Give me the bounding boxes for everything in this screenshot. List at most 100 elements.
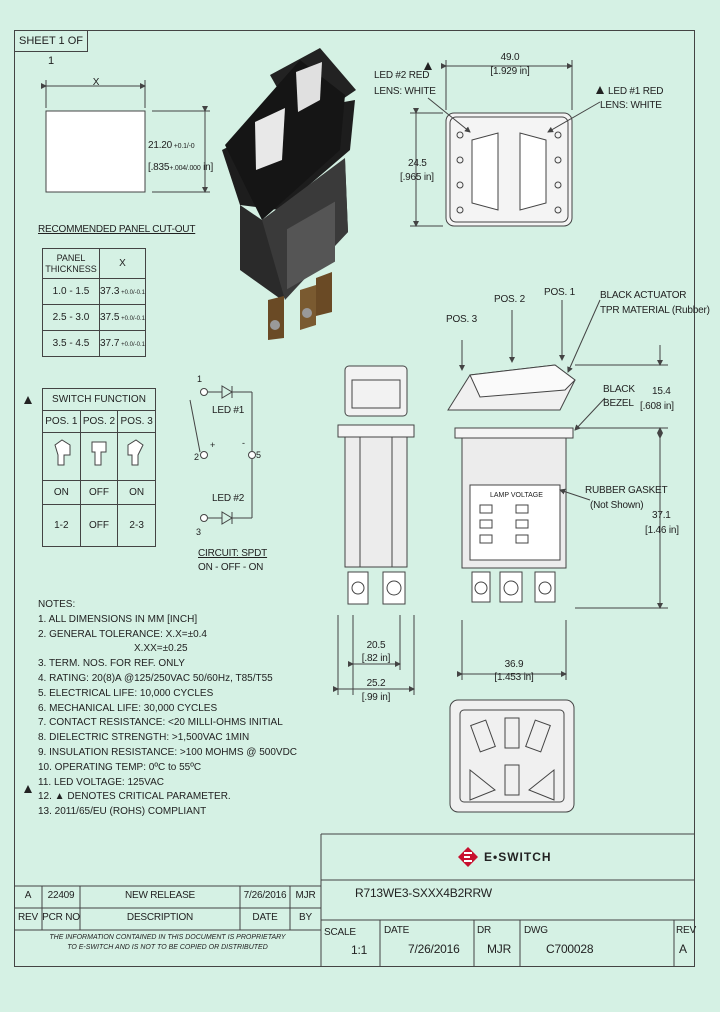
top-view-drawing	[410, 60, 601, 227]
notes-title: NOTES:	[38, 599, 76, 610]
led1-lens-label: LENS: WHITE	[600, 100, 662, 111]
note-item: 6. MECHANICAL LIFE: 30,000 CYCLES	[38, 702, 218, 714]
pos-state: ON	[42, 480, 81, 505]
pos2-label: POS. 2	[494, 294, 526, 305]
front-dim1-in: [.82 in]	[361, 653, 391, 664]
date-header: DATE	[252, 912, 278, 923]
panel-thickness-cell: 1.0 - 1.5	[42, 278, 100, 305]
pin2-label: 2	[194, 452, 200, 462]
scale-label: SCALE	[324, 927, 356, 938]
rev-label: REV	[676, 925, 696, 936]
dwg-label: DWG	[524, 925, 548, 936]
panel-thickness-cell: 3.5 - 4.5	[42, 330, 100, 357]
bezel-dim-in: [.608 in]	[640, 401, 674, 412]
date-value: 7/26/2016	[243, 890, 287, 901]
switch-function-title: SWITCH FUNCTION	[42, 388, 156, 411]
panel-thickness-cell: 2.5 - 3.0	[42, 304, 100, 331]
top-height-dim: 24.5	[408, 158, 427, 169]
led1-lens-label: LED #1 RED	[608, 86, 664, 97]
led2-label: LED #2	[212, 493, 245, 504]
circuit-diagram	[189, 385, 256, 525]
dwg-value: C700028	[546, 942, 594, 956]
switch-function-table: SWITCH FUNCTION POS. 1 POS. 2 POS. 3 ON …	[42, 388, 156, 547]
notes-block: NOTES: 1. ALL DIMENSIONS IN MM [INCH] 2.…	[38, 598, 297, 820]
top-width-in: [1.929 in]	[490, 66, 530, 77]
note-item: 9. INSULATION RESISTANCE: >100 MOHMS @ 5…	[38, 746, 298, 758]
top-height-in: [.965 in]	[400, 172, 434, 183]
minus-label: -	[242, 438, 245, 448]
date-label: DATE	[384, 925, 410, 936]
pos1-label: POS. 1	[544, 287, 576, 298]
bezel-dim: 15.4	[652, 386, 671, 397]
disclaimer-line: THE INFORMATION CONTAINED IN THIS DOCUME…	[49, 934, 286, 941]
pos-contacts: 1-2	[42, 504, 81, 547]
switch-3d-render	[222, 48, 356, 340]
plus-label: +	[210, 440, 216, 450]
note-item: X.XX=±0.25	[134, 643, 188, 655]
actuator-material: TPR MATERIAL (Rubber)	[600, 305, 710, 316]
note-item: 7. CONTACT RESISTANCE: <20 MILLI-OHMS IN…	[38, 717, 283, 729]
pin5-label: 5	[256, 450, 262, 460]
sheet-number: SHEET 1 OF 1	[14, 30, 88, 67]
cutout-caption: RECOMMENDED PANEL CUT-OUT	[38, 224, 196, 235]
pos-header: POS. 2	[79, 410, 119, 433]
panel-x-cell: 37.5 +0.0/-0.1	[99, 304, 146, 331]
circuit-caption: CIRCUIT: SPDT	[198, 548, 268, 559]
panel-cutout-drawing	[41, 80, 210, 193]
front-dim2: 25.2	[366, 678, 386, 689]
disclaimer-line: TO E-SWITCH AND IS NOT TO BE COPIED OR D…	[67, 944, 268, 951]
pos-contacts: OFF	[79, 504, 119, 547]
scale-value: 1:1	[351, 943, 368, 957]
circuit-sequence: ON - OFF - ON	[198, 562, 264, 573]
description-header: DESCRIPTION	[126, 912, 194, 923]
cutout-height-dim: 21.20 +0.1/-0	[148, 140, 195, 151]
pcr-value: 22409	[47, 890, 75, 901]
pos3-label: POS. 3	[446, 314, 478, 325]
pin3-label: 3	[196, 527, 202, 537]
gasket-note: (Not Shown)	[590, 500, 644, 511]
panel-thickness-header: PANEL THICKNESS	[42, 248, 100, 279]
body-dim-in: [1.46 in]	[645, 525, 679, 536]
note-item: 5. ELECTRICAL LIFE: 10,000 CYCLES	[38, 687, 214, 699]
pos-header: POS. 3	[117, 410, 156, 433]
by-header: BY	[299, 912, 312, 923]
note-item: 13. 2011/65/EU (ROHS) COMPLIANT	[38, 806, 207, 818]
cutout-height-in: [.835+.004/.000 in]	[148, 162, 214, 173]
pcr-header: PCR NO	[42, 912, 80, 923]
note-item: 11. LED VOLTAGE: 125VAC	[38, 776, 164, 788]
pos-header: POS. 1	[42, 410, 81, 433]
critical-markers	[24, 62, 604, 793]
note-item: 8. DIELECTRIC STRENGTH: >1,500VAC 1MIN	[38, 732, 250, 744]
lamp-voltage-label: LAMP VOLTAGE	[490, 492, 543, 499]
note-item: 10. OPERATING TEMP: 0ºC to 55ºC	[38, 761, 202, 773]
gasket-label: RUBBER GASKET	[585, 485, 668, 496]
panel-x-cell: 37.7 +0.0/-0.1	[99, 330, 146, 357]
side-view-drawing	[447, 299, 668, 680]
front-view-drawing	[333, 365, 415, 695]
drawing-frame	[14, 30, 695, 967]
note-item: 4. RATING: 20(8)A @125/250VAC 50/60Hz, T…	[38, 672, 273, 684]
side-width-dim: 36.9	[504, 659, 524, 670]
pin1-label: 1	[197, 374, 203, 384]
note-item: 12. ▲ DENOTES CRITICAL PARAMETER.	[38, 791, 231, 803]
description-value: NEW RELEASE	[124, 890, 196, 901]
rev-header: REV	[18, 912, 38, 923]
panel-x-cell: 37.3 +0.0/-0.1	[99, 278, 146, 305]
part-number: R713WE3-SXXX4B2RRW	[355, 886, 492, 900]
bezel-label: BEZEL	[603, 398, 634, 409]
led2-lens-label: LENS: WHITE	[374, 86, 436, 97]
eswitch-logo: E•SWITCH	[458, 846, 568, 868]
bottom-view-drawing	[449, 699, 575, 813]
title-block-lines	[14, 833, 695, 967]
led1-label: LED #1	[212, 405, 245, 416]
front-dim2-in: [.99 in]	[361, 692, 391, 703]
title-date-value: 7/26/2016	[408, 942, 460, 956]
bezel-label: BLACK	[603, 384, 635, 395]
rev-letter: A	[679, 942, 687, 956]
body-dim: 37.1	[652, 510, 671, 521]
cutout-x-label: X	[92, 77, 100, 88]
pos-state: ON	[117, 480, 156, 505]
note-item: 3. TERM. NOS. FOR REF. ONLY	[38, 658, 185, 670]
by-value: MJR	[295, 890, 316, 901]
brand-name: E•SWITCH	[484, 850, 552, 864]
